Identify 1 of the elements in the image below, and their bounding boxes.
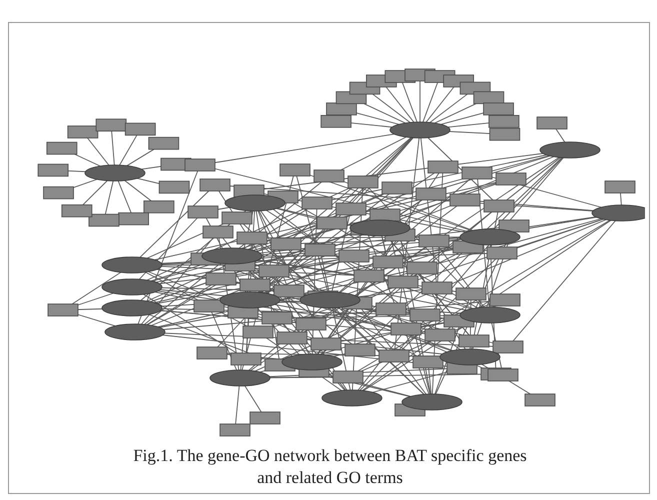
caption: Fig.1. The gene-GO network between BAT specific genes and related GO terms	[132, 445, 528, 489]
